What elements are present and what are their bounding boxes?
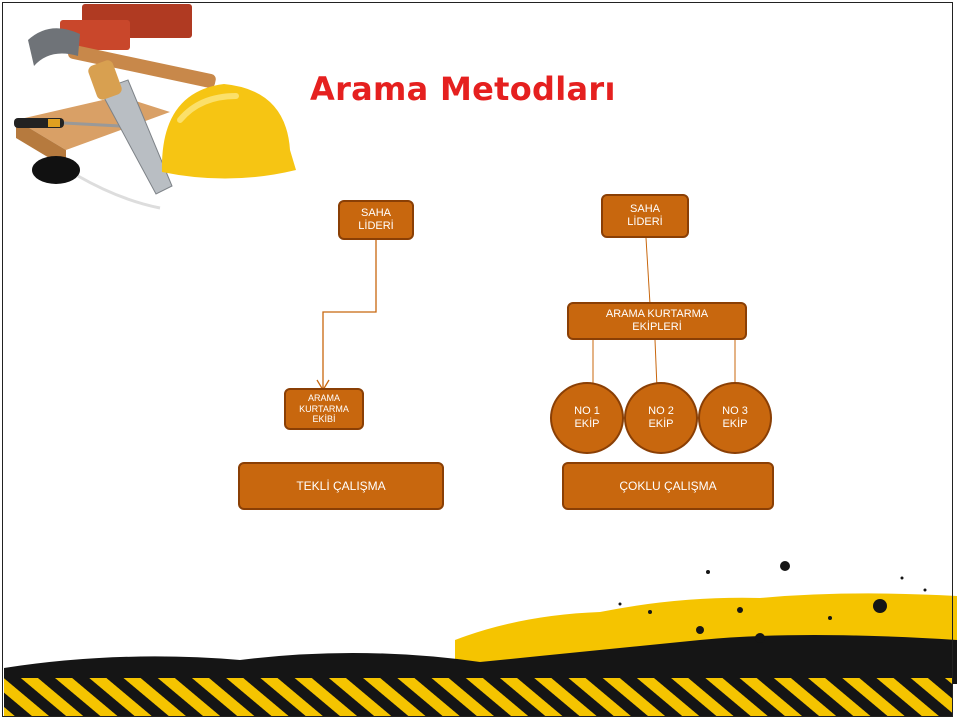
connector-leader-to-teams	[645, 237, 651, 305]
ink-splatter	[618, 561, 927, 643]
team-circle-2-label: NO 2 EKİP	[648, 404, 674, 430]
multi-method-label: ÇOKLU ÇALIŞMA	[619, 478, 717, 493]
hammer-handle	[68, 44, 216, 88]
grunge-band	[4, 635, 957, 684]
right-leader-box: SAHA LİDERİ	[601, 194, 689, 238]
search-rescue-teams-box: ARAMA KURTARMA EKİPLERİ	[567, 302, 747, 340]
left-team-box: ARAMA KURTARMA EKİBİ	[284, 388, 364, 430]
single-method-box: TEKLİ ÇALIŞMA	[238, 462, 444, 510]
search-rescue-teams-label: ARAMA KURTARMA EKİPLERİ	[605, 307, 709, 333]
slide-title: Arama Metodları	[310, 70, 616, 108]
saw-handle	[88, 60, 122, 100]
left-leader-box: SAHA LİDERİ	[338, 200, 414, 240]
hazard-stripes	[4, 678, 953, 716]
team-circle-2: NO 2 EKİP	[624, 382, 698, 454]
tape-measure	[32, 156, 80, 184]
team-circle-1-label: NO 1 EKİP	[574, 404, 600, 430]
connector-leader-to-team	[322, 240, 377, 388]
team-circle-3: NO 3 EKİP	[698, 382, 772, 454]
connector-teams-to-no2	[654, 339, 658, 389]
left-team-label: ARAMA KURTARMA EKİBİ	[299, 392, 349, 425]
team-circle-1: NO 1 EKİP	[550, 382, 624, 454]
screwdriver-grip	[48, 119, 60, 127]
multi-method-box: ÇOKLU ÇALIŞMA	[562, 462, 774, 510]
left-leader-label: SAHA LİDERİ	[358, 206, 394, 232]
right-leader-label: SAHA LİDERİ	[627, 202, 663, 228]
screwdriver-shaft	[63, 121, 121, 128]
construction-tools-illustration	[14, 4, 296, 210]
team-circle-3-label: NO 3 EKİP	[722, 404, 748, 430]
hard-hat-shine	[177, 93, 239, 123]
wood-plank-side	[16, 120, 66, 168]
tape-strip	[77, 174, 161, 210]
hammer-head	[28, 28, 80, 66]
single-method-label: TEKLİ ÇALIŞMA	[296, 478, 386, 493]
